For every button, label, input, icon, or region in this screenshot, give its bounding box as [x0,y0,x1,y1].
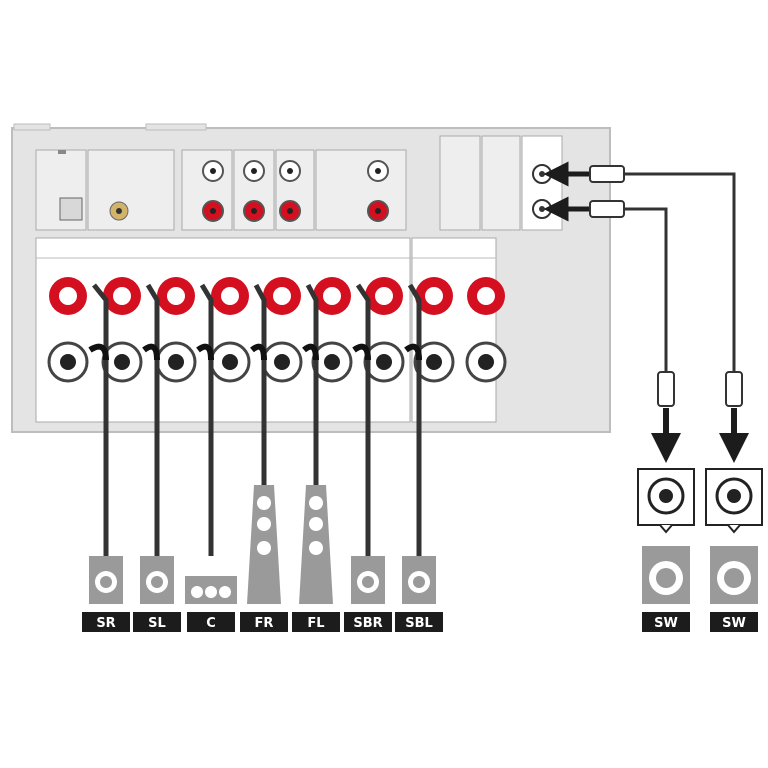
speaker-driver-icon [219,586,231,598]
speaker-cables [88,283,422,556]
speaker-label-sr: SR [96,616,115,631]
post-hole [477,287,495,305]
subwoofer-label: SW [654,616,678,631]
post-hole [274,354,290,370]
speaker-fl: FL [292,485,340,632]
speaker-driver-icon [257,541,271,555]
rca-plug-icon [589,200,625,218]
speaker-sr: SR [82,556,130,632]
speaker-label-fl: FL [307,616,324,631]
speaker-cable [305,283,319,485]
rca-plug-icon [589,165,625,183]
driver-cone [656,568,676,588]
driver-cone [724,568,744,588]
speaker-cable [199,283,214,556]
subwoofer-row: SW SW [637,468,763,632]
post-hole [425,287,443,305]
post-hole [59,287,77,305]
speaker-cable [407,283,422,556]
jack-center [375,168,381,174]
speaker-fr: FR [240,485,288,632]
post-hole [376,354,392,370]
subwoofer-2: SW [705,468,763,632]
jack-center [251,208,257,214]
subwoofer-label-bg [710,612,758,632]
post-hole [221,287,239,305]
post-hole [478,354,494,370]
rca-plug-icon [657,371,675,407]
cable-lead [302,343,319,361]
top-jack-row [35,135,563,231]
callout-pointer [727,524,741,534]
post-hole [222,354,238,370]
callout-pointer [659,524,673,534]
driver-cone [100,576,112,588]
speaker-driver-icon [191,586,203,598]
jack-center [210,168,216,174]
speaker-row: SR SL C FR FL SBR SBL [82,485,443,632]
speaker-c: C [185,576,237,632]
post-hole [114,354,130,370]
cable-lead [196,343,214,361]
cable-lead [404,343,422,361]
speaker-label-sbl: SBL [405,616,433,631]
speaker-driver-icon [257,517,271,531]
speaker-label-bg [187,612,235,632]
speaker-label-bg [344,612,392,632]
cable-lead [352,343,371,361]
subwoofer-cables [543,161,749,463]
jack-center [287,208,293,214]
speaker-driver-icon [257,496,271,510]
post-hole [113,287,131,305]
speaker-label-bg [395,612,443,632]
speaker-cable [253,283,267,485]
speaker-sbr: SBR [344,556,392,632]
post-hole [426,354,442,370]
speaker-label-bg [133,612,181,632]
jack-center [210,208,216,214]
speaker-label-sl: SL [148,616,166,631]
cable-lead [250,343,267,361]
driver-cone [362,576,374,588]
post-hole [323,287,341,305]
speaker-sbl: SBL [395,556,443,632]
post-hole [60,354,76,370]
post-hole [167,287,185,305]
post-hole [324,354,340,370]
speaker-driver-icon [205,586,217,598]
speaker-cable [355,283,371,556]
optical-jack-icon[interactable] [59,197,83,221]
speaker-label-bg [292,612,340,632]
speaker-driver-icon [309,541,323,555]
subwoofer-label-bg [642,612,690,632]
speaker-driver-icon [309,517,323,531]
subwoofer-label: SW [722,616,746,631]
rca-plug-icon [725,371,743,407]
speaker-label-fr: FR [255,616,274,631]
jack-center [251,168,257,174]
speaker-label-bg [82,612,130,632]
post-hole [375,287,393,305]
speaker-cable [92,283,109,556]
subwoofer-1: SW [637,468,695,632]
jack-center [659,489,673,503]
speaker-label-c: C [206,616,216,631]
receiver-rear-panel [11,123,611,433]
cable-lead [142,343,160,361]
speaker-label-bg [240,612,288,632]
speaker-cable [145,283,160,556]
cable-lead [88,343,109,361]
post-hole [168,354,184,370]
speaker-sl: SL [133,556,181,632]
speaker-driver-icon [309,496,323,510]
jack-center [375,208,381,214]
driver-cone [151,576,163,588]
post-hole [273,287,291,305]
driver-cone [413,576,425,588]
speaker-label-sbr: SBR [353,616,382,631]
jack-center [727,489,741,503]
jack-center [287,168,293,174]
